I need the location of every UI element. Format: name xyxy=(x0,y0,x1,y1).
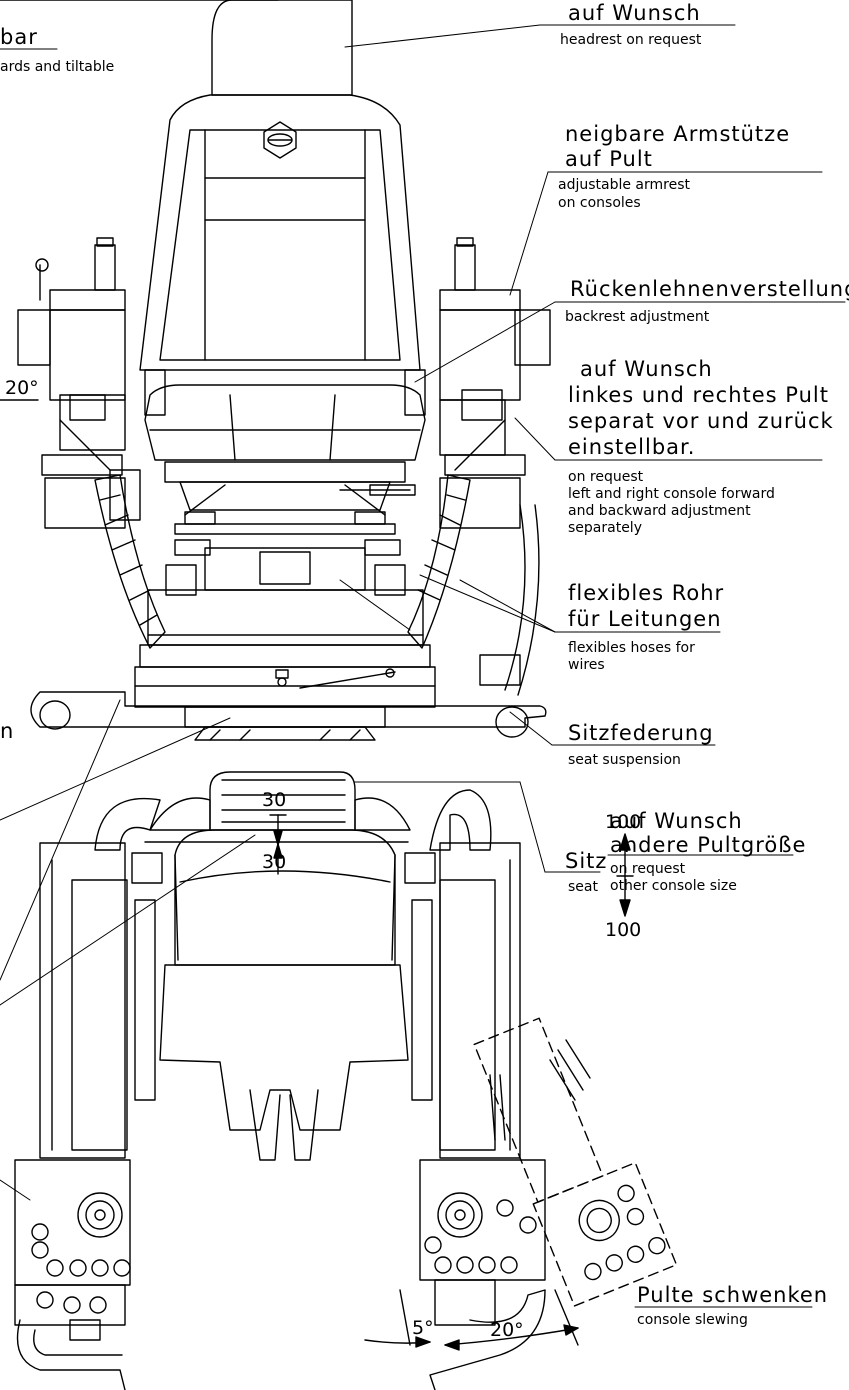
center-dim-top: 30 xyxy=(262,789,287,811)
slewing-label-de: Pulte schwenken xyxy=(637,1283,829,1307)
backrest-label-en: backrest adjustment xyxy=(565,309,710,325)
console-adjust-label-en-2: left and right console forward xyxy=(568,486,775,502)
backrest-label-de: Rückenlehnenverstellung xyxy=(570,277,849,301)
seat-base xyxy=(148,590,423,645)
left-keypad xyxy=(15,1160,130,1285)
backrest xyxy=(140,95,420,370)
dimensions xyxy=(0,0,633,1350)
bottom-frame xyxy=(31,692,546,727)
tube-label-de-2: für Leitungen xyxy=(568,607,722,631)
seat-label-en: seat xyxy=(568,879,598,895)
headrest-label-en: headrest on request xyxy=(560,32,702,48)
headrest-label-de: auf Wunsch xyxy=(568,1,701,25)
armrest-label-de-2: auf Pult xyxy=(565,147,653,171)
logo-hexagon xyxy=(264,122,296,158)
cut-off-label-tiltable: ards and tiltable xyxy=(0,59,115,75)
cut-off-label-n: n xyxy=(0,719,15,743)
console-adjust-label-de-4: einstellbar. xyxy=(568,435,696,459)
console-adjust-label-en-4: separately xyxy=(568,520,642,536)
center-dim-bottom: 30 xyxy=(262,851,287,873)
console-size-label-en-2: other console size xyxy=(610,878,737,894)
console-adjust-label-en-3: and backward adjustment xyxy=(568,503,751,519)
seat-label-de: Sitz xyxy=(565,849,608,873)
left-flex-tube xyxy=(95,475,165,648)
console-size-label-de-2: andere Pultgröße xyxy=(610,833,807,857)
seat-dim-bottom: 100 xyxy=(605,919,642,941)
tube-label-de-1: flexibles Rohr xyxy=(568,581,725,605)
left-console-top xyxy=(40,843,125,1158)
seat-cushion xyxy=(145,385,425,460)
console-adjust-label-en-1: on request xyxy=(568,469,644,485)
suspension-label-en: seat suspension xyxy=(568,752,681,768)
console-adjust-label-de-3: separat vor und zurück xyxy=(568,409,834,433)
left-console-front xyxy=(50,310,125,400)
leader-lines xyxy=(0,25,845,1307)
armrest-label-en-2: on consoles xyxy=(558,195,641,211)
seat-dim-top: 100 xyxy=(605,811,642,833)
seat-front-view xyxy=(18,0,550,740)
seat-front-top xyxy=(160,965,408,1130)
angle-5: 5° xyxy=(412,1317,434,1339)
right-console-top xyxy=(440,843,520,1158)
angle-20-bottom: 20° xyxy=(490,1319,524,1341)
console-adjust-label-de-1: auf Wunsch xyxy=(580,357,713,381)
console-adjust-label-de-2: linkes und rechtes Pult xyxy=(568,383,829,407)
right-flex-tube xyxy=(408,475,470,648)
headrest-top xyxy=(210,772,355,830)
cut-off-label-bar: bar xyxy=(0,25,38,49)
right-console-front xyxy=(440,310,520,400)
console-size-label-de-1: auf Wunsch xyxy=(610,809,743,833)
angle-20-left: 20° xyxy=(5,377,39,399)
slewing-label-en: console slewing xyxy=(637,1312,748,1328)
headrest xyxy=(212,0,352,95)
tube-label-en-1: flexibles hoses for xyxy=(568,640,695,656)
suspension-label-de: Sitzfederung xyxy=(568,721,714,745)
armrest-label-de-1: neigbare Armstütze xyxy=(565,122,791,146)
seat-top-view xyxy=(15,772,676,1390)
console-size-label-en-1: on request xyxy=(610,861,686,877)
armrest-label-en-1: adjustable armrest xyxy=(558,177,691,193)
tube-label-en-2: wires xyxy=(568,657,605,673)
